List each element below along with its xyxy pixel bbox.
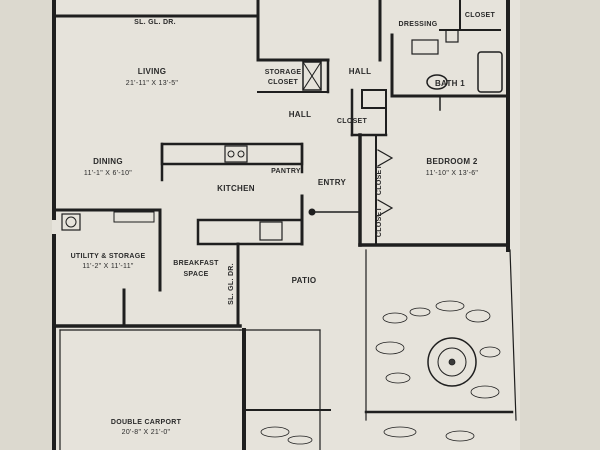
water-heater-circle <box>65 216 77 228</box>
sink-bowl-b <box>237 150 245 158</box>
tree-trunk <box>448 358 456 366</box>
stone <box>383 426 417 438</box>
stone <box>260 426 290 438</box>
bedroom-door-b <box>377 199 394 217</box>
stone <box>470 385 500 399</box>
room-labels: SL. GL. DR. LIVING 21'-11" X 13'-5" STOR… <box>71 12 496 436</box>
breakfast-label: BREAKFAST <box>173 260 219 267</box>
bedroom2-dims: 11'-10" X 13'-6" <box>426 170 479 177</box>
pantry-label: PANTRY <box>271 168 301 175</box>
vanity <box>411 39 439 55</box>
sheet <box>52 0 520 450</box>
stone <box>375 341 405 355</box>
closet-bed-a-label: CLOSET <box>376 164 383 195</box>
patio-label: PATIO <box>292 276 317 285</box>
utility-dims: 11'-2" X 11'-11" <box>82 263 134 270</box>
sl-gl-dr-top-label: SL. GL. DR. <box>134 19 176 26</box>
stone <box>409 307 431 317</box>
storage-closet-label: STORAGE <box>265 69 302 76</box>
living-label: LIVING <box>138 67 166 76</box>
stone <box>385 372 411 384</box>
stone <box>479 346 501 358</box>
sl-gl-dr-side-label: SL. GL. DR. <box>228 263 235 305</box>
stone <box>382 312 408 324</box>
garden-edge-right <box>509 249 517 421</box>
bathtub <box>477 51 503 93</box>
living-dims: 21'-11" X 13'-5" <box>126 80 179 87</box>
storage-box <box>302 61 322 91</box>
walls <box>52 0 517 450</box>
dining-dims: 11'-1" X 6'-10" <box>84 170 132 177</box>
water-heater <box>61 213 81 231</box>
kitchen-sink <box>224 145 248 163</box>
stone <box>287 435 313 445</box>
stone <box>445 430 475 442</box>
bedroom-door-a <box>377 149 394 167</box>
garden-stones <box>260 300 501 445</box>
carport-dims: 20'-8" X 21'-0" <box>122 429 171 436</box>
sink-bowl-a <box>227 150 235 158</box>
utility-label: UTILITY & STORAGE <box>71 253 146 260</box>
tree-canopy <box>427 337 477 387</box>
breakfast-label-2: SPACE <box>183 271 208 278</box>
tree-inner <box>437 347 467 377</box>
storage-x2 <box>302 61 322 91</box>
dressing-box <box>445 29 459 43</box>
range <box>259 221 283 241</box>
bath1-label: BATH 1 <box>435 79 465 88</box>
closet-top-label: CLOSET <box>465 12 496 19</box>
stone <box>465 309 491 323</box>
dressing-label: DRESSING <box>399 21 438 28</box>
utility-shelf <box>113 211 155 223</box>
dining-label: DINING <box>93 157 123 166</box>
kitchen-label: KITCHEN <box>217 184 255 193</box>
closet-hall-label: CLOSET <box>337 118 368 125</box>
entry-knob <box>308 208 316 216</box>
storage-closet-label-2: CLOSET <box>268 79 299 86</box>
entry-label: ENTRY <box>318 178 347 187</box>
toilet <box>426 74 448 90</box>
hall-lower-label: HALL <box>289 110 312 119</box>
carport-label: DOUBLE CARPORT <box>111 419 182 426</box>
hall-upper-label: HALL <box>349 67 372 76</box>
bedroom2-label: BEDROOM 2 <box>426 157 477 166</box>
stone <box>435 300 465 312</box>
closet-bed-b-label: CLOSET <box>376 206 383 237</box>
